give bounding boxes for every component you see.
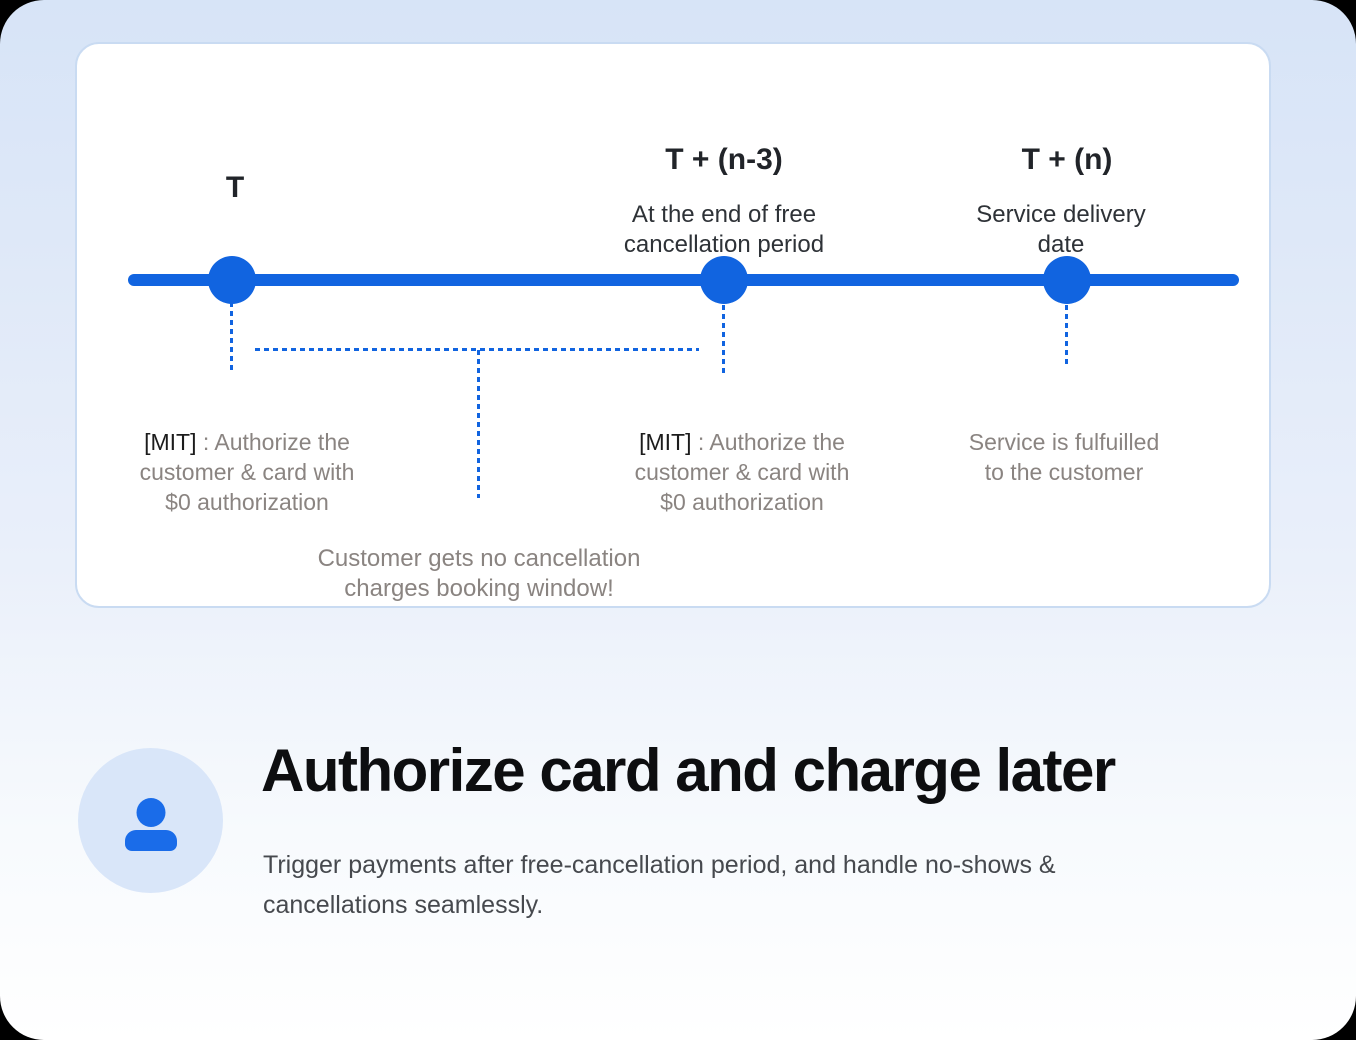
mit-tag: [MIT] [639,429,692,455]
label-line: Service is fulfuilled [968,429,1160,455]
subheading-line: cancellation period [623,231,825,258]
note-line: Customer gets no cancellation [317,545,641,572]
label-line: [MIT] : Authorize the [635,427,850,457]
milestone-heading-t-n: T + (n) [1021,143,1113,176]
label-line-rest: : Authorize the [691,429,845,455]
subheading-line: date [1037,231,1085,258]
label-line: customer & card with [634,459,850,485]
timeline-dot-t-n3 [700,256,748,304]
label-line: to the customer [984,459,1144,485]
milestone-heading-t: T [225,171,245,204]
dashed-connector-t [230,302,233,374]
label-line: $0 authorization [165,489,329,515]
avatar [78,748,223,893]
label-line: [MIT] : Authorize the [140,427,355,457]
dashed-window-span [255,348,699,351]
subheading-line: Service delivery [976,201,1146,228]
milestone-label-t-n3: [MIT] : Authorize the customer & card wi… [635,427,850,517]
dashed-note-connector [477,350,480,498]
subtitle-line: cancellations seamlessly. [263,891,544,919]
milestone-heading-t-n3: T + (n-3) [665,143,783,176]
label-line: customer & card with [139,459,355,485]
label-line: $0 authorization [660,489,824,515]
page-title: Authorize card and charge later [261,737,1116,804]
subheading-line: At the end of free [631,201,817,228]
dashed-connector-t-n [1065,305,1068,366]
mit-tag: [MIT] [144,429,197,455]
timeline-dot-t [208,256,256,304]
milestone-label-t: [MIT] : Authorize the customer & card wi… [140,427,355,517]
milestone-subheading-t-n: Service delivery date [976,200,1145,260]
page-subtitle: Trigger payments after free-cancellation… [263,845,1056,925]
note-line: charges booking window! [344,575,614,602]
cancellation-note: Customer gets no cancellation charges bo… [318,544,641,604]
timeline-dot-t-n [1043,256,1091,304]
milestone-subheading-t-n3: At the end of free cancellation period [624,200,824,260]
timeline-bar [128,274,1239,286]
subtitle-line: Trigger payments after free-cancellation… [263,851,1056,879]
milestone-label-t-n: Service is fulfuilled to the customer [969,427,1159,487]
dashed-connector-t-n3 [722,305,725,374]
timeline-card: T T + (n-3) At the end of free cancellat… [75,42,1271,608]
label-line-rest: : Authorize the [196,429,350,455]
